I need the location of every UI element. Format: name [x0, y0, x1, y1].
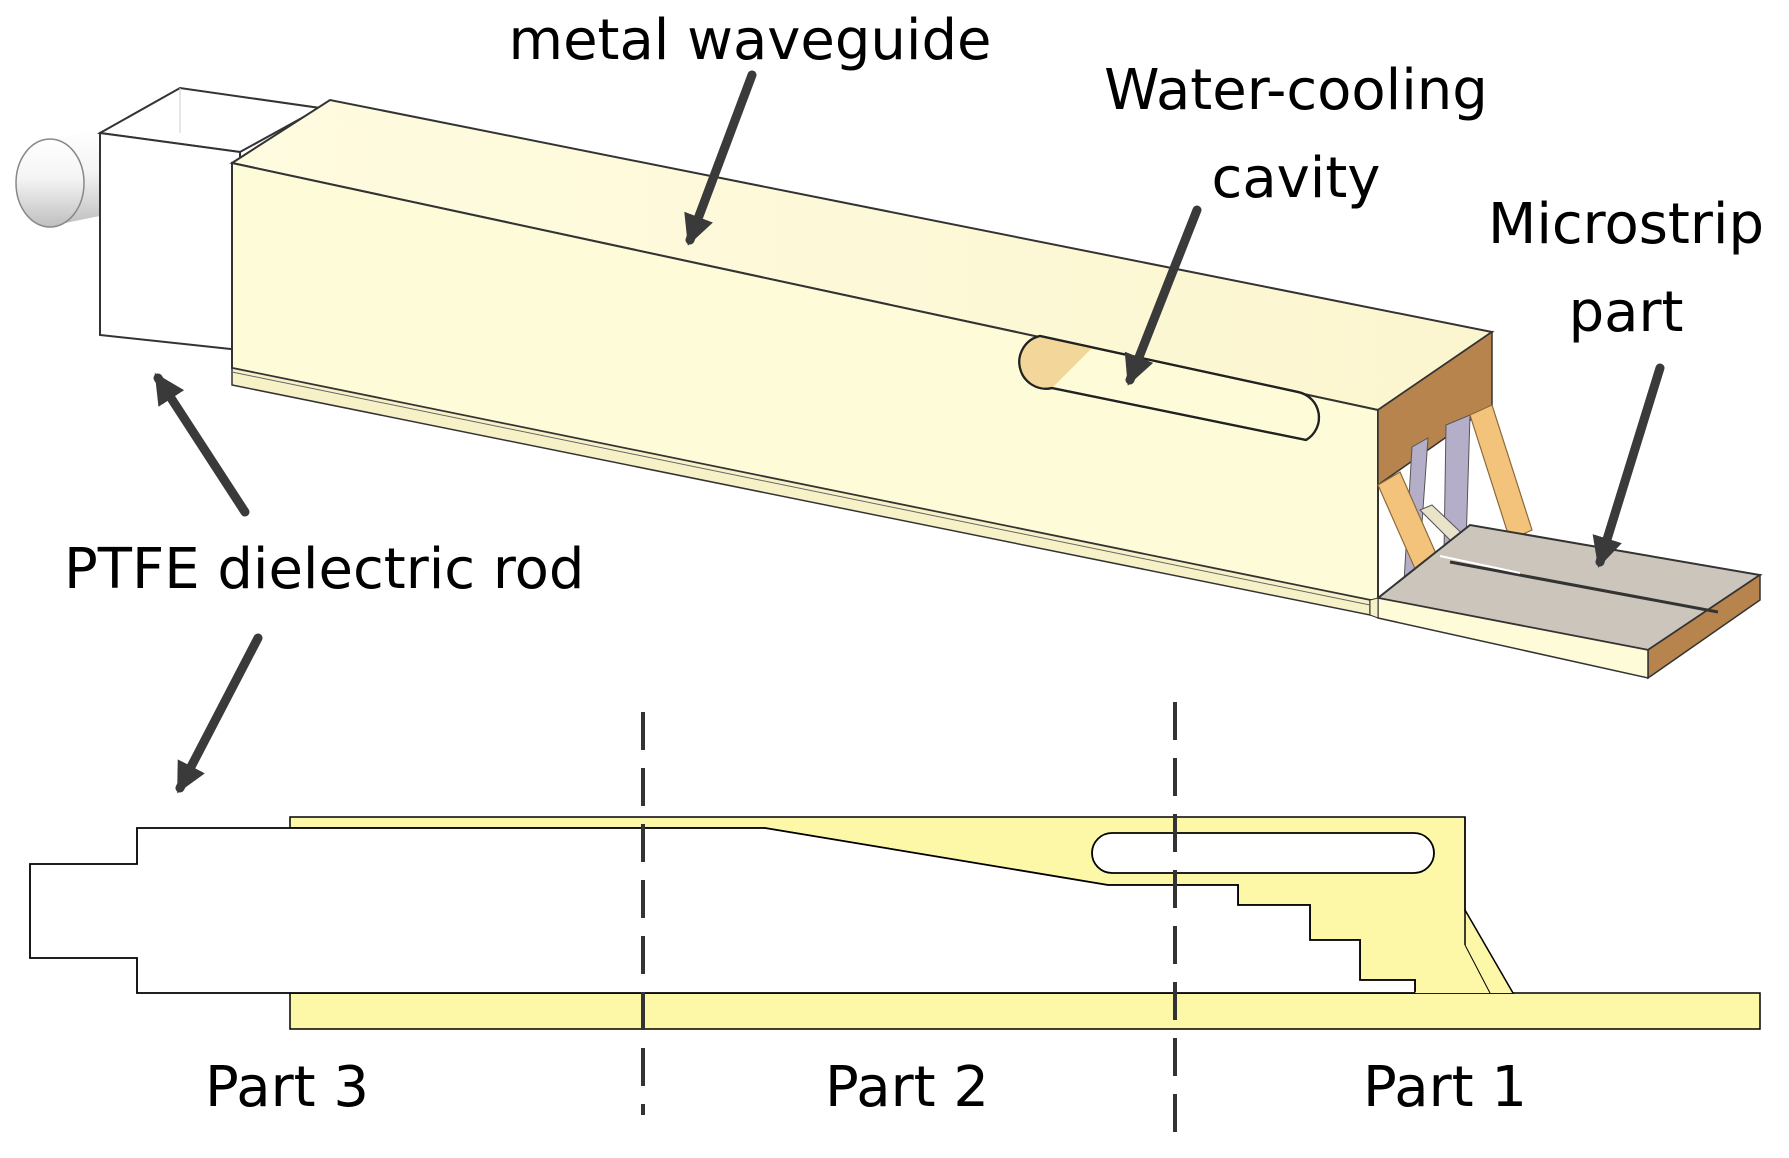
isometric-view	[15, 86, 1763, 680]
water-cooling-slot	[1018, 334, 1320, 442]
arrow-water-cooling	[1124, 205, 1202, 386]
arrow-metal-waveguide	[684, 70, 757, 246]
arrow-microstrip	[1592, 363, 1665, 568]
section-ptfe-rod	[29, 827, 1416, 994]
label-part-3: Part 3	[205, 1055, 369, 1120]
base-step	[1369, 597, 1379, 619]
label-microstrip-line2: part	[1568, 280, 1684, 345]
ptfe-rod-cylinder	[15, 128, 105, 228]
label-microstrip-line1: Microstrip	[1488, 192, 1764, 257]
cross-section-view	[29, 702, 1761, 1140]
label-metal-waveguide: metal waveguide	[508, 8, 992, 73]
probe-taper	[1377, 404, 1533, 599]
pointer-arrows	[153, 70, 1665, 794]
label-ptfe-dielectric-rod: PTFE dielectric rod	[64, 537, 585, 602]
ptfe-rod-block	[96, 86, 324, 352]
microstrip-substrate	[1375, 523, 1763, 680]
arrow-ptfe-upper	[153, 372, 250, 517]
arrow-ptfe-lower	[175, 633, 263, 794]
label-water-cooling-line1: Water-cooling	[1104, 58, 1488, 123]
label-water-cooling-line2: cavity	[1211, 146, 1381, 211]
label-part-1: Part 1	[1363, 1055, 1527, 1120]
section-cooling-slot	[1091, 832, 1435, 874]
label-part-2: Part 2	[825, 1055, 989, 1120]
section-base-plate	[289, 992, 1761, 1030]
